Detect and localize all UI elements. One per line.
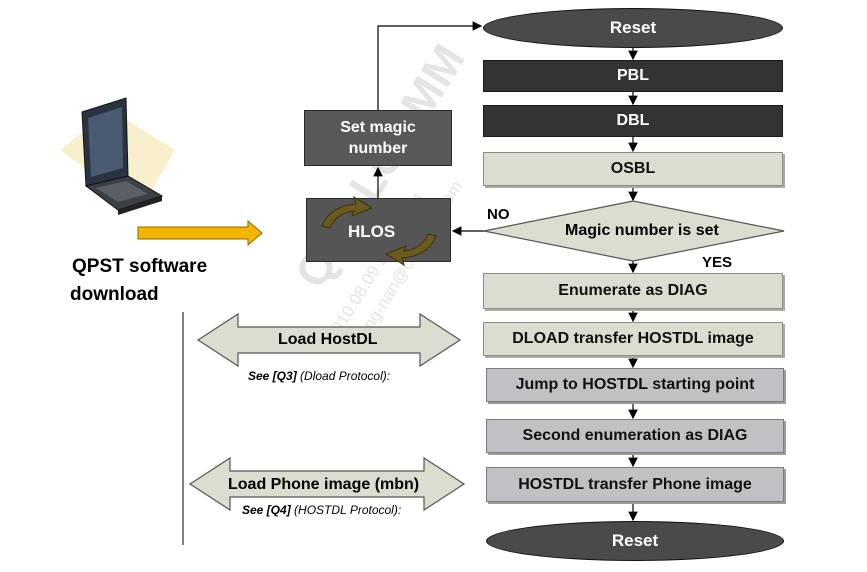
- dbl-box: DBL: [483, 105, 783, 137]
- set-magic-line2: number: [348, 140, 408, 157]
- qpst-label-line1: QPST software: [72, 256, 208, 277]
- reset-top: Reset: [483, 8, 783, 48]
- load-hostdl-arrow: [196, 312, 462, 368]
- see-q4-note: See [Q4] (HOSTDL Protocol):: [242, 503, 401, 517]
- enumerate-box: Enumerate as DIAG: [483, 273, 783, 309]
- hostdl-transfer-box: HOSTDL transfer Phone image: [486, 467, 784, 502]
- magic-decision-label: Magic number is set: [565, 222, 719, 239]
- reset-bottom: Reset: [486, 521, 784, 561]
- load-hostdl-label: Load HostDL: [278, 331, 378, 348]
- see-q3-ref: See [Q3]: [248, 369, 297, 383]
- set-magic-line1: Set magic: [340, 119, 416, 136]
- download-arrow: [137, 219, 263, 247]
- no-label: NO: [487, 206, 510, 223]
- dload-transfer-box: DLOAD transfer HOSTDL image: [483, 322, 783, 356]
- jump-box: Jump to HOSTDL starting point: [486, 368, 784, 402]
- see-q4-rest: (HOSTDL Protocol):: [294, 503, 402, 517]
- pbl-box: PBL: [483, 60, 783, 92]
- set-magic-box: Set magic number: [304, 110, 452, 166]
- osbl-box: OSBL: [483, 152, 783, 186]
- load-phone-arrow: [188, 456, 466, 512]
- see-q3-rest: (Dload Protocol):: [300, 369, 391, 383]
- hlos-box: [306, 198, 451, 262]
- hlos-label: HLOS: [348, 222, 396, 241]
- qpst-label-line2: download: [70, 284, 159, 305]
- see-q3-note: See [Q3] (Dload Protocol):: [248, 369, 390, 383]
- magic-decision-diamond: [483, 200, 785, 262]
- yes-label: YES: [702, 254, 733, 271]
- second-enum-box: Second enumeration as DIAG: [486, 419, 784, 453]
- load-phone-label: Load Phone image (mbn): [228, 476, 420, 493]
- see-q4-ref: See [Q4]: [242, 503, 291, 517]
